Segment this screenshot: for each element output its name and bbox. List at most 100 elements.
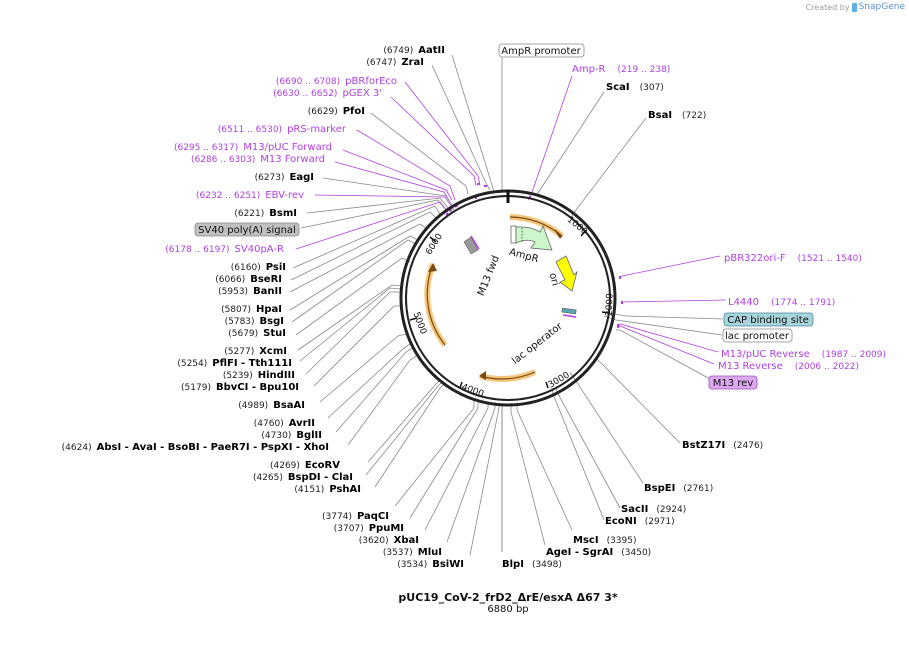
site-eagi[interactable]: (6273)EagI [255,172,314,183]
svg-text:Amp-R(219 .. 238): Amp-R(219 .. 238) [572,64,670,75]
svg-text:M13 Reverse(2006 .. 2022): M13 Reverse(2006 .. 2022) [718,361,859,372]
site-paqci[interactable]: (3774)PaqCI [322,511,389,522]
site-msci[interactable]: MscI(3395) [573,535,637,546]
site-scai[interactable]: ScaI(307) [606,82,664,93]
feature-cap-binding-site[interactable]: CAP binding site [723,312,814,327]
site-ecorv[interactable]: (4269)EcoRV [270,460,340,471]
svg-text:(6221)BsmI: (6221)BsmI [234,208,297,219]
ampr-arrow [515,225,553,251]
primer-pbr322ori-f[interactable]: pBR322ori-F(1521 .. 1540) [724,253,862,264]
svg-text:M13/pUC Reverse(1987 .. 2009): M13/pUC Reverse(1987 .. 2009) [721,349,886,360]
svg-text:(5679)StuI: (5679)StuI [228,328,286,339]
site-stui[interactable]: (5679)StuI [228,328,286,339]
svg-text:(4730)BglII: (4730)BglII [261,430,322,441]
svg-text:ScaI(307): ScaI(307) [606,82,664,93]
ampr-feature [510,225,553,251]
primer-ebv-rev[interactable]: (6232 .. 6251)EBV-rev [196,190,304,201]
bottom-labels: (3774)PaqCI (3707)PpuMI (3620)XbaI (3537… [322,440,763,570]
tick-5000: 5000 [411,311,428,336]
m13-fwd-block [463,235,480,255]
m13-fwd-label: M13 fwd [476,254,502,297]
ampr-label: AmpR [508,247,540,265]
site-bsai[interactable]: BsaI(722) [648,110,706,121]
svg-text:(3707)PpuMI: (3707)PpuMI [334,523,404,534]
site-bsgi[interactable]: (5783)BsgI [225,316,284,327]
svg-text:(6747)ZraI: (6747)ZraI [366,57,424,68]
feature-m13-rev[interactable]: M13 rev [708,375,758,390]
svg-text:(5807)HpaI: (5807)HpaI [221,304,282,315]
svg-text:(6295 .. 6317)M13/pUC Forward: (6295 .. 6317)M13/pUC Forward [174,142,332,153]
site-xcmi[interactable]: (5277)XcmI [224,346,287,357]
site-pshai[interactable]: (4151)PshAI [294,484,361,495]
leader-lines [289,54,727,556]
svg-text:(6160)PsiI: (6160)PsiI [231,262,286,273]
svg-text:(4624)AbsI - AvaI - BsoBI -: (4624)AbsI - AvaI - BsoBI - PaeR7I - Psp… [62,442,329,453]
primer-sv40pa-r[interactable]: (6178 .. 6197)SV40pA-R [165,244,284,255]
feature-ampr-promoter[interactable]: AmpR promoter [498,43,585,58]
primer-pbrforeco[interactable]: (6690 .. 6708)pBRforEco [276,76,397,87]
site-hindiii[interactable]: (5239)HindIII [223,370,295,381]
site-xbai[interactable]: (3620)XbaI [359,535,419,546]
svg-text:CAP binding site: CAP binding site [727,315,809,326]
right-labels: AmpR promoter Amp-R(219 .. 238) ScaI(307… [498,43,886,390]
site-bspei[interactable]: BspEI(2761) [644,483,713,494]
svg-text:(6630 .. 6652)pGEX 3': (6630 .. 6652)pGEX 3' [273,88,382,99]
site-bseri[interactable]: (6066)BseRI [215,274,282,285]
site-mlui[interactable]: (3537)MluI [383,547,442,558]
svg-text:EcoNI(2971): EcoNI(2971) [605,516,675,527]
svg-text:BspEI(2761): BspEI(2761) [644,483,713,494]
svg-text:M13 rev: M13 rev [713,378,754,389]
site-banii[interactable]: (5953)BanII [218,286,282,297]
svg-text:lac promoter: lac promoter [725,331,790,342]
site-absi-xhoi-group[interactable]: (4624)AbsI - AvaI - BsoBI - PaeR7I - Psp… [62,442,329,453]
primer-pgex-3[interactable]: (6630 .. 6652)pGEX 3' [273,88,382,99]
site-avrii[interactable]: (4760)AvrII [254,418,315,429]
site-bsiwi[interactable]: (3534)BsiWI [397,559,464,570]
site-bsmi[interactable]: (6221)BsmI [234,208,297,219]
site-bbvci-bpu10i[interactable]: (5179)BbvCI - Bpu10I [181,382,299,393]
primer-m13-reverse[interactable]: M13 Reverse(2006 .. 2022) [718,361,859,372]
site-blpi[interactable]: BlpI(3498) [502,559,562,570]
svg-text:(6286 .. 6303)M13 Forward: (6286 .. 6303)M13 Forward [191,154,325,165]
svg-text:BsaI(722): BsaI(722) [648,110,706,121]
svg-text:(4269)EcoRV: (4269)EcoRV [270,460,340,471]
site-agei-sgrai[interactable]: AgeI - SgrAI(3450) [546,547,651,558]
svg-text:MscI(3395): MscI(3395) [573,535,637,546]
primer-m13-forward[interactable]: (6286 .. 6303)M13 Forward [191,154,325,165]
site-psii[interactable]: (6160)PsiI [231,262,286,273]
svg-text:(3534)BsiWI: (3534)BsiWI [397,559,464,570]
primer-amp-r[interactable]: Amp-R(219 .. 238) [572,64,670,75]
primer-m13-puc-forward[interactable]: (6295 .. 6317)M13/pUC Forward [174,142,332,153]
credit-brand: SnapGene [858,2,905,12]
svg-text:(5179)BbvCI - Bpu10I: (5179)BbvCI - Bpu10I [181,382,299,393]
feature-lac-promoter[interactable]: lac promoter [722,328,793,343]
svg-text:(4151)PshAI: (4151)PshAI [294,484,361,495]
site-sacii[interactable]: SacII(2924) [621,504,686,515]
svg-text:(3537)MluI: (3537)MluI [383,547,442,558]
svg-text:(6629)PfoI: (6629)PfoI [308,106,365,117]
feature-sv40-polya-signal[interactable]: SV40 poly(A) signal [194,222,300,237]
site-pfoi[interactable]: (6629)PfoI [308,106,365,117]
tick-2000: 2000 [605,293,616,317]
site-bspdi-clai[interactable]: (4265)BspDI - ClaI [253,472,353,483]
primer-m13-puc-reverse[interactable]: M13/pUC Reverse(1987 .. 2009) [721,349,886,360]
site-bglii[interactable]: (4730)BglII [261,430,322,441]
credit-prefix: Created by [805,2,850,12]
primer-l4440[interactable]: L4440(1774 .. 1791) [728,297,835,308]
site-aatii[interactable]: (6749)AatII [383,45,445,56]
primer-prs-marker[interactable]: (6511 .. 6530)pRS-marker [218,124,347,135]
site-bstz17i[interactable]: BstZ17I(2476) [682,440,763,451]
svg-text:(5783)BsgI: (5783)BsgI [225,316,284,327]
svg-text:BstZ17I(2476): BstZ17I(2476) [682,440,763,451]
snapgene-credit: Created by SnapGene [806,2,905,12]
snapgene-logo-icon [851,2,857,12]
site-bsaai[interactable]: (4989)BsaAI [238,400,305,411]
svg-text:(4989)BsaAI: (4989)BsaAI [238,400,305,411]
svg-text:(6232 .. 6251)EBV-rev: (6232 .. 6251)EBV-rev [196,190,304,201]
site-pflfi-tth111i[interactable]: (5254)PflFI - Tth111I [177,358,292,369]
site-ppumi[interactable]: (3707)PpuMI [334,523,404,534]
site-econi[interactable]: EcoNI(2971) [605,516,675,527]
svg-text:(4760)AvrII: (4760)AvrII [254,418,315,429]
site-zrai[interactable]: (6747)ZraI [366,57,424,68]
site-hpai[interactable]: (5807)HpaI [221,304,282,315]
